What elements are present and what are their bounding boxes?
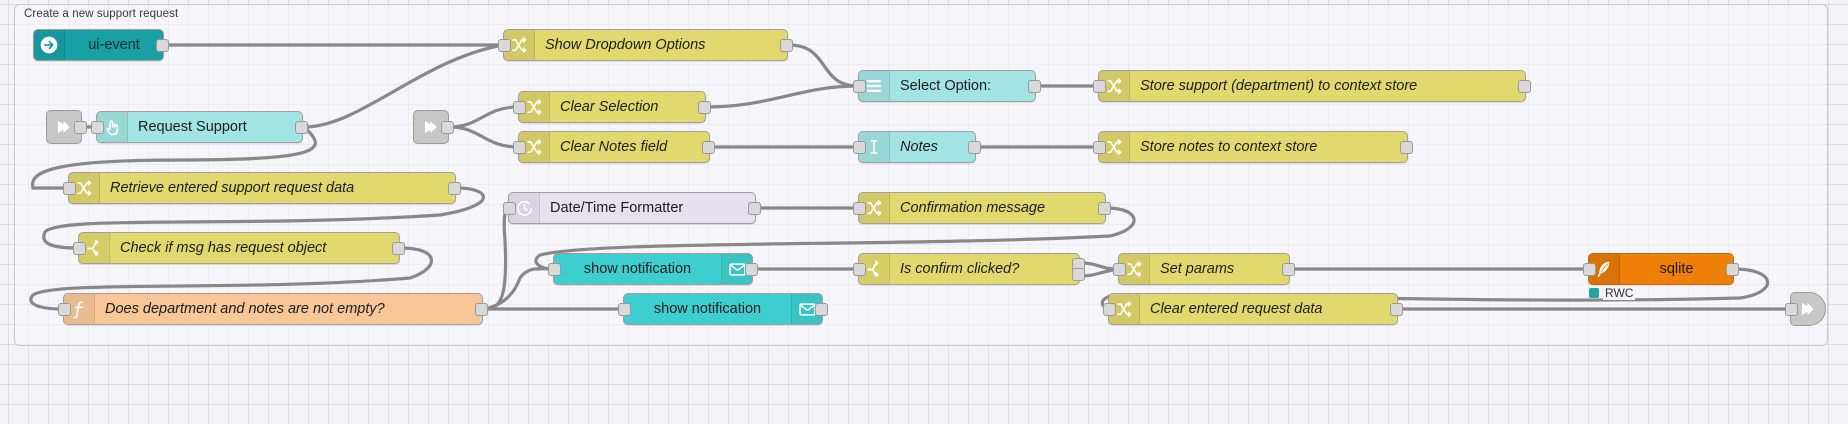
input-port[interactable] [1785,303,1798,316]
node-label: Select Option: [900,78,992,94]
node-does-department-and-notes-are-not-empty[interactable]: Does department and notes are not empty? [58,293,488,325]
node-label: Set params [1160,261,1235,277]
node-label: Confirmation message [900,200,1046,216]
node-store-support-to-context-store[interactable]: Store support (department) to context st… [1093,70,1531,102]
node-select-option[interactable]: Select Option: [853,70,1041,102]
arrow-right-circle-icon [34,30,65,60]
link-in-node-mid[interactable] [413,110,454,144]
output-port[interactable] [1400,141,1413,154]
input-port[interactable] [1113,263,1126,276]
sqlite-status-badge: RWC [1589,286,1636,300]
input-port[interactable] [618,303,631,316]
status-dot [1589,288,1599,298]
change-icon [859,193,890,223]
status-label: RWC [1603,286,1636,300]
node-label: Store notes to context store [1140,139,1318,155]
output-port[interactable] [475,303,488,316]
node-ui-event[interactable]: ui-event [33,29,169,61]
node-label: Clear Selection [560,99,659,115]
output-port[interactable] [1390,303,1403,316]
node-retrieve-entered-support-request-data[interactable]: Retrieve entered support request data [63,172,461,204]
node-clear-entered-request-data[interactable]: Clear entered request data [1103,293,1403,325]
node-label: ui-event [88,37,140,53]
node-label: show notification [583,261,692,277]
output-port[interactable] [1518,80,1531,93]
output-port-2[interactable] [1072,268,1085,282]
input-port[interactable] [91,121,104,134]
node-label: Date/Time Formatter [550,200,684,216]
input-port[interactable] [58,303,71,316]
output-port[interactable] [1726,263,1739,276]
node-label: show notification [653,301,762,317]
link-in-node-left[interactable] [46,110,87,144]
input-port[interactable] [1093,141,1106,154]
output-port[interactable] [156,39,169,52]
node-label: Request Support [138,119,247,135]
node-show-notification-1[interactable]: show notification [548,253,758,285]
output-port[interactable] [448,182,461,195]
output-port[interactable] [815,303,828,316]
output-port[interactable] [392,242,405,255]
output-port[interactable] [780,39,793,52]
output-port[interactable] [441,121,454,134]
node-check-if-msg-has-request-object[interactable]: Check if msg has request object [73,232,405,264]
node-confirmation-message[interactable]: Confirmation message [853,192,1111,224]
flow-group-label: Create a new support request [24,8,179,20]
input-port[interactable] [498,39,511,52]
input-port[interactable] [73,242,86,255]
node-date-time-formatter[interactable]: Date/Time Formatter [503,192,761,224]
input-port[interactable] [503,202,516,215]
node-label: Notes [900,139,938,155]
output-port[interactable] [1282,263,1295,276]
node-label: Clear entered request data [1150,301,1323,317]
node-show-dropdown-options[interactable]: Show Dropdown Options [498,29,793,61]
output-port[interactable] [968,141,981,154]
node-clear-selection[interactable]: Clear Selection [513,91,711,123]
output-port[interactable] [74,121,87,134]
node-label: Clear Notes field [560,139,668,155]
input-port[interactable] [513,101,526,114]
input-port[interactable] [548,263,561,276]
input-port[interactable] [853,263,866,276]
link-out-node-right[interactable] [1785,292,1826,326]
output-port[interactable] [1028,80,1041,93]
node-label: Is confirm clicked? [900,261,1020,277]
input-port[interactable] [1583,263,1596,276]
node-label: Retrieve entered support request data [110,180,355,196]
node-label: Store support (department) to context st… [1140,78,1418,94]
output-port[interactable] [295,121,308,134]
output-port[interactable] [698,101,711,114]
input-port[interactable] [1103,303,1116,316]
output-port[interactable] [745,263,758,276]
input-port[interactable] [63,182,76,195]
input-port[interactable] [853,80,866,93]
input-port[interactable] [853,202,866,215]
input-port[interactable] [1093,80,1106,93]
node-label: Does department and notes are not empty? [105,301,385,317]
node-notes[interactable]: Notes [853,131,981,163]
node-label: sqlite [1659,261,1694,277]
output-port[interactable] [1098,202,1111,215]
node-sqlite[interactable]: sqlite [1583,253,1739,285]
node-set-params[interactable]: Set params [1113,253,1295,285]
node-request-support[interactable]: Request Support [91,111,308,143]
input-port[interactable] [513,141,526,154]
node-is-confirm-clicked[interactable]: Is confirm clicked? [853,253,1085,285]
input-port[interactable] [853,141,866,154]
node-show-notification-2[interactable]: show notification [618,293,828,325]
node-label: Check if msg has request object [120,240,327,256]
node-clear-notes-field[interactable]: Clear Notes field [513,131,715,163]
output-port[interactable] [748,202,761,215]
node-label: Show Dropdown Options [545,37,706,53]
node-store-notes-to-context-store[interactable]: Store notes to context store [1093,131,1413,163]
output-port[interactable] [702,141,715,154]
feather-icon [1589,254,1620,284]
